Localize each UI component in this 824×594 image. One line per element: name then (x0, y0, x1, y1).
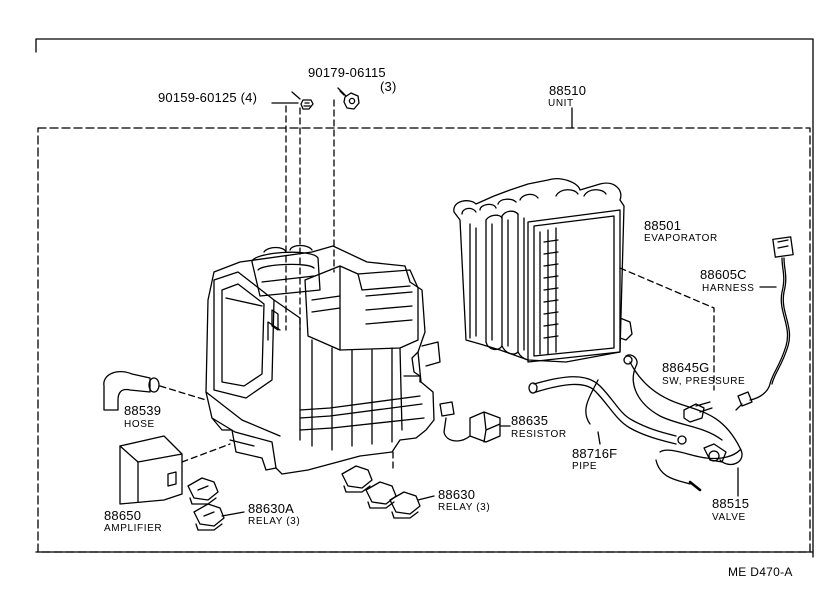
part-number-resistor: 88635 (511, 413, 549, 428)
nut-leader (337, 87, 347, 97)
part-qty-nut: (3) (380, 79, 397, 94)
part-number-nut: 90179-06115 (308, 65, 386, 80)
evaporator-drawing (453, 178, 633, 363)
part-name-pipe: PIPE (572, 461, 598, 472)
pipe-leader (597, 431, 601, 445)
part-number-hose: 88539 (124, 403, 162, 418)
evaporator-dash (619, 267, 715, 391)
part-number-relay-b: 88630 (438, 487, 476, 502)
part-name-unit: UNIT (548, 98, 574, 109)
hose-drawing (103, 371, 160, 411)
part-name-resistor: RESISTOR (511, 429, 567, 440)
part-name-relay-b: RELAY (3) (438, 502, 491, 513)
part-name-valve: VALVE (712, 512, 746, 523)
part-name-relay-a: RELAY (3) (248, 516, 301, 527)
resistor-drawing (439, 401, 501, 443)
part-number-harness: 88605C (700, 267, 747, 282)
pressure-switch-drawing (683, 401, 713, 423)
part-name-hose: HOSE (124, 419, 155, 430)
relay-b-leader (417, 495, 435, 501)
part-name-amplifier: AMPLIFIER (104, 523, 163, 534)
part-number-valve: 88515 (712, 496, 750, 511)
unit-frame (37, 127, 811, 553)
unit-housing-drawing (205, 244, 441, 475)
pipe-drawing (528, 376, 677, 445)
part-name-evaporator: EVAPORATOR (644, 233, 718, 244)
diagram-code: ME D470-A (728, 565, 793, 579)
part-name-harness: HARNESS (702, 283, 755, 294)
part-name-pressure-switch: SW, PRESSURE (662, 376, 746, 387)
part-number-relay-a: 88630A (248, 501, 295, 516)
part-number-pressure-switch: 88645G (662, 360, 710, 375)
relay-a-drawing (187, 477, 225, 531)
part-number-pipe: 88716F (572, 446, 618, 461)
harness-drawing (735, 236, 794, 411)
outer-frame (35, 38, 814, 558)
relay-b-drawing (341, 465, 421, 519)
part-number-amplifier: 88650 (104, 508, 142, 523)
amplifier-dash (181, 443, 231, 463)
part-number-evaporator: 88501 (644, 218, 682, 233)
part-number-screw: 90159-60125 (4) (158, 90, 258, 105)
part-number-unit: 88510 (549, 83, 587, 98)
amplifier-drawing (119, 435, 183, 505)
relay-a-leader (221, 511, 245, 517)
screw-icon (291, 91, 314, 110)
valve-drawing (623, 354, 743, 492)
hose-dash (159, 385, 207, 401)
nut-icon (339, 90, 360, 110)
